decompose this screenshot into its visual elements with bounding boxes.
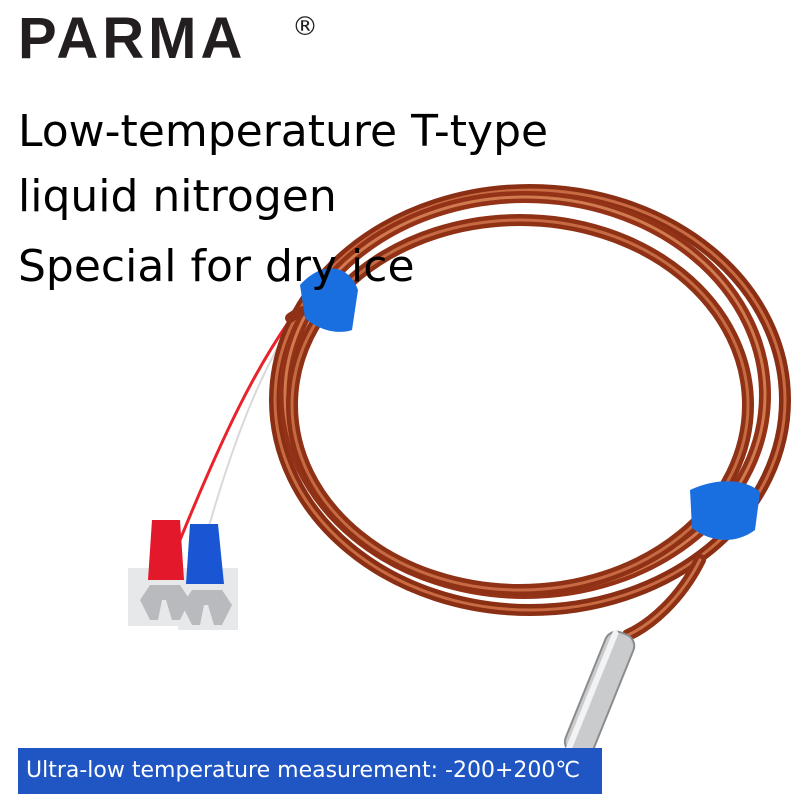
blue-tape <box>300 268 760 540</box>
spade-terminals <box>128 520 238 630</box>
headline-line-3: Special for dry ice <box>18 241 415 292</box>
headline-line-2: liquid nitrogen <box>18 171 337 222</box>
brand-logo: PARMA <box>18 6 247 71</box>
steel-probe <box>563 630 636 758</box>
red-lead-wire <box>178 319 292 541</box>
spec-banner: Ultra-low temperature measurement: -200+… <box>18 748 602 794</box>
headline-line-1: Low-temperature T-type <box>18 106 549 157</box>
registered-mark: ® <box>292 12 318 42</box>
